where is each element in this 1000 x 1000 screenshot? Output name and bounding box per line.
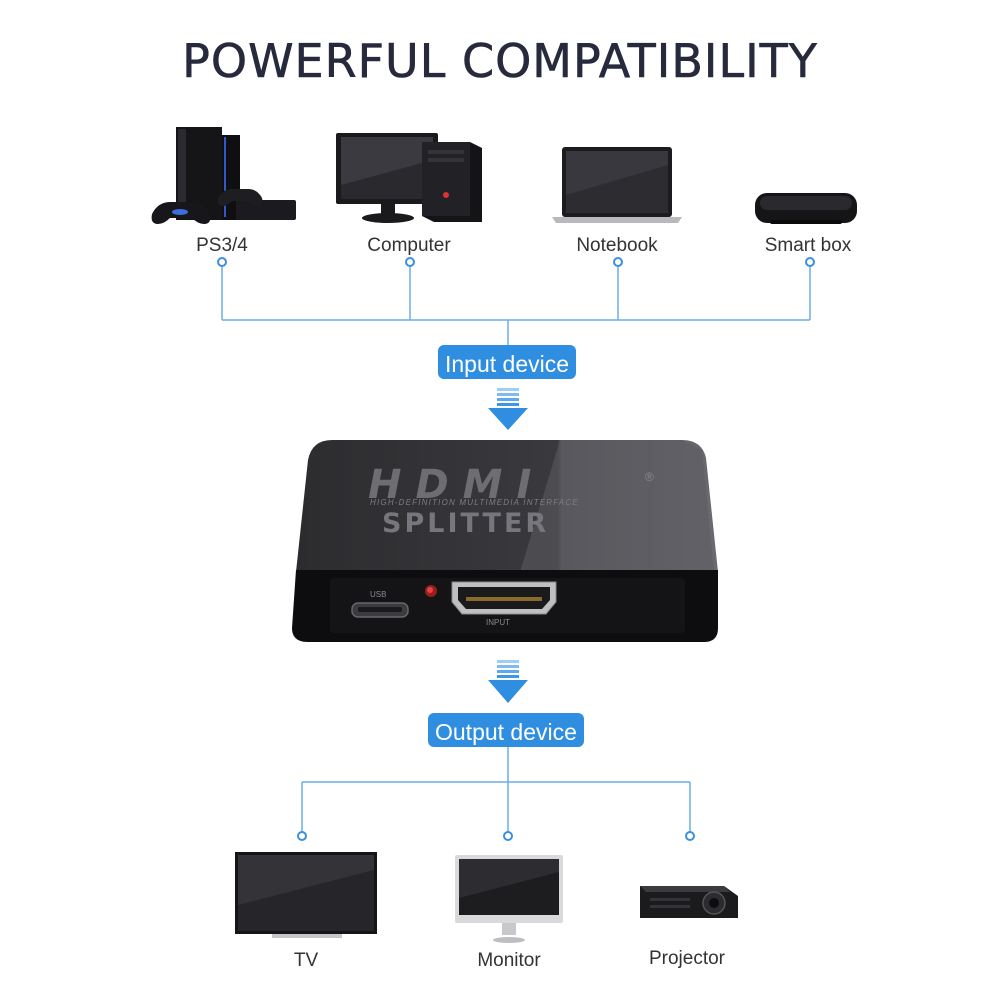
connector-dot	[685, 831, 695, 841]
output-label-monitor: Monitor	[477, 950, 541, 971]
connector-dot	[405, 257, 415, 267]
input-device-badge: Input device	[438, 345, 577, 379]
input-label-smartbox: Smart box	[764, 235, 852, 256]
arrow-down-icon	[488, 660, 528, 703]
input-label-ps: PS3/4	[196, 235, 248, 256]
output-device-badge: Output device	[428, 713, 584, 747]
input-label-notebook: Notebook	[576, 235, 658, 256]
splitter-name: SPLITTER	[382, 508, 550, 539]
page-title: POWERFUL COMPATIBILITY	[182, 34, 818, 89]
connector-dot	[217, 257, 227, 267]
input-port-label: INPUT	[486, 618, 510, 627]
output-label-projector: Projector	[648, 948, 726, 969]
connector-dot	[613, 257, 623, 267]
hdmi-logo: HDMI	[368, 462, 546, 508]
usb-port-label: USB	[370, 590, 387, 599]
input-label-computer: Computer	[367, 235, 451, 256]
output-label-tv: TV	[293, 950, 319, 971]
connector-dot	[805, 257, 815, 267]
registered-mark: ®	[645, 470, 654, 484]
connector-dot	[503, 831, 513, 841]
hdmi-subtitle: HIGH-DEFINITION MULTIMEDIA INTERFACE	[370, 498, 579, 507]
arrow-down-icon	[488, 388, 528, 430]
connector-dot	[297, 831, 307, 841]
